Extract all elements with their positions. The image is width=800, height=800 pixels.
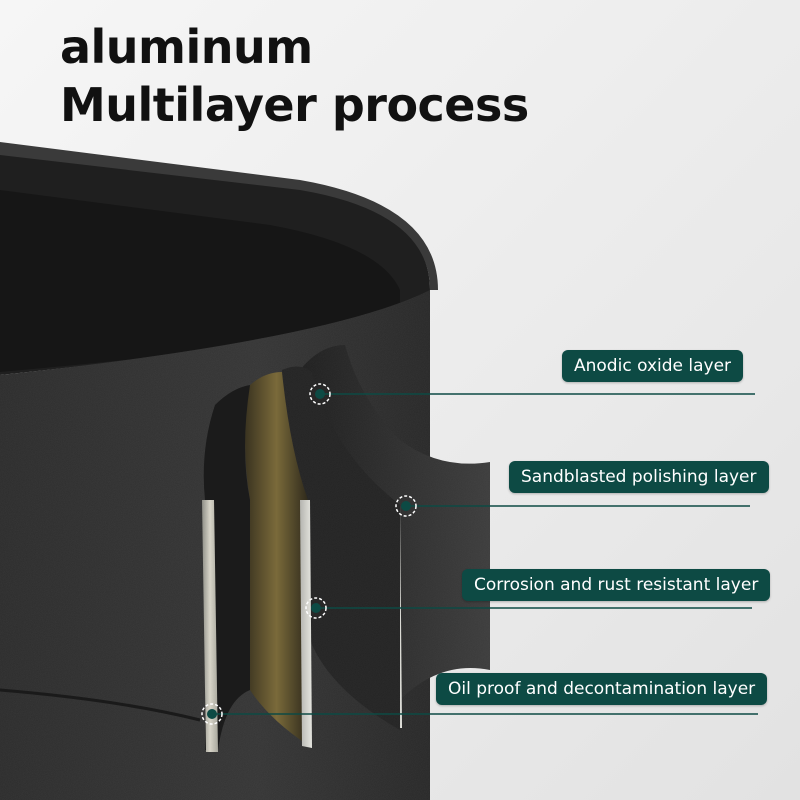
pan-rim [0, 142, 438, 290]
page-title: aluminum Multilayer process [60, 18, 529, 134]
callout-anodic-oxide-layer: Anodic oxide layer [562, 350, 744, 382]
layer-marker-2 [395, 495, 417, 517]
leader-lines [212, 393, 758, 715]
callout-oil-proof-layer: Oil proof and decontamination layer [436, 673, 768, 705]
callout-corrosion-resistant-layer: Corrosion and rust resistant layer [462, 569, 771, 601]
layer-marker-3 [305, 597, 327, 619]
title-line-2: Multilayer process [60, 78, 529, 132]
layer-marker-4 [201, 703, 223, 725]
layer-marker-1 [309, 383, 331, 405]
corrosion-resistant-sheet [245, 372, 308, 745]
title-line-1: aluminum [60, 20, 313, 74]
callout-sandblasted-polishing-layer: Sandblasted polishing layer [509, 461, 769, 493]
